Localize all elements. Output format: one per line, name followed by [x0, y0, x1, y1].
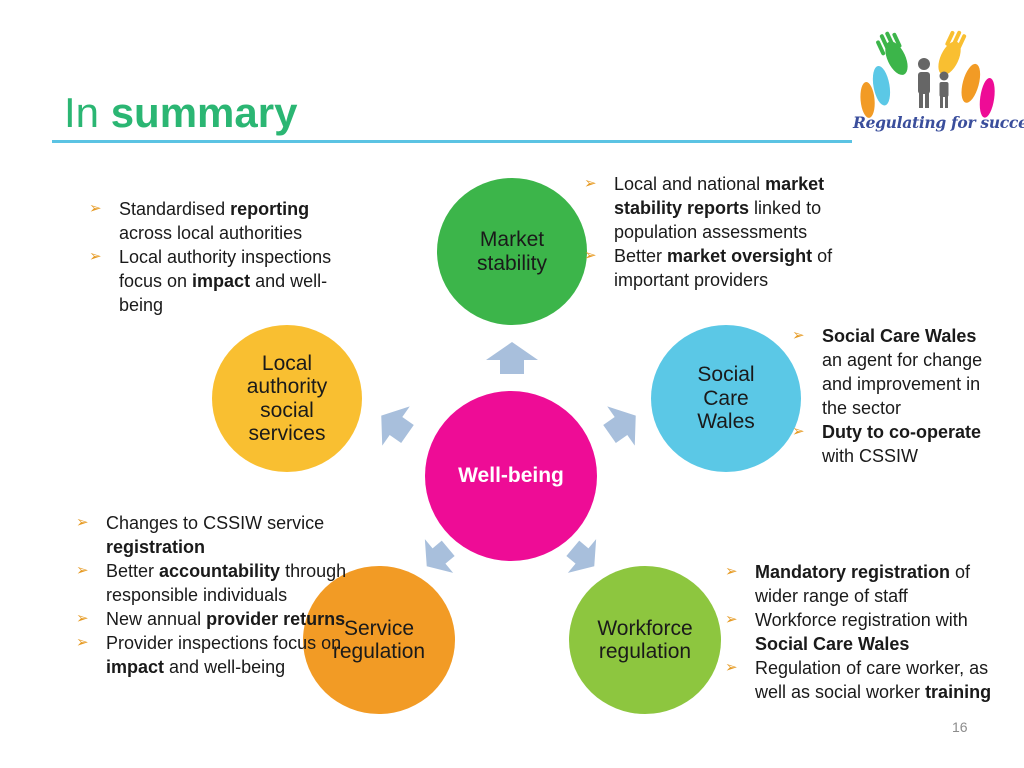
bullet-bold-text: reporting [230, 199, 310, 219]
bullet-bold-text: Social Care Wales [822, 326, 977, 346]
page-number: 16 [952, 719, 968, 735]
well-being-label: Well-being [458, 464, 564, 488]
bullet-item: Better market oversight of important pro… [584, 244, 854, 292]
bullet-bold-text: registration [106, 537, 206, 557]
social-care-wales-bullets: Social Care Wales an agent for change an… [792, 324, 992, 468]
bullet-text: Provider inspections focus on [106, 633, 342, 653]
workforce-regulation-circle: Workforce regulation [569, 566, 721, 714]
title-prefix: In [64, 89, 100, 136]
bullet-text: Standardised [119, 199, 231, 219]
market-stability-bullets: Local and national market stability repo… [584, 172, 854, 292]
bullet-text: linked to population assessments [614, 198, 822, 242]
social-care-wales-circle: Social Care Wales [651, 325, 801, 472]
bullet-item: Better accountability through responsibl… [76, 559, 356, 607]
bullet-text: Better [106, 561, 160, 581]
bullet-text: across local authorities [119, 223, 303, 243]
bullet-text: Better [614, 246, 668, 266]
logo-tagline: Regulating for success [853, 113, 1024, 132]
bullet-bold-text: market oversight [667, 246, 813, 266]
bullet-bold-text: Mandatory registration [755, 562, 951, 582]
bullet-text: Local authority inspections focus on [119, 247, 332, 291]
bullet-bold-text: accountability [159, 561, 281, 581]
bullet-bold-text: Social Care Wales [755, 634, 910, 654]
bullet-item: Provider inspections focus on impact and… [76, 631, 356, 679]
bullet-item: Mandatory registration of wider range of… [725, 560, 1005, 608]
bullet-text: Changes to CSSIW service [106, 513, 325, 533]
bullet-item: Duty to co-operate with CSSIW [792, 420, 992, 468]
page-title: In summary [64, 88, 297, 138]
workforce-regulation-label: Workforce regulation [597, 616, 693, 664]
title-main: summary [110, 89, 298, 136]
bullet-text: New annual [106, 609, 207, 629]
social-care-wales-label: Social Care Wales [697, 363, 755, 434]
bullet-text: of important providers [614, 246, 833, 290]
bullet-text: Workforce registration with [755, 610, 968, 630]
bullet-text: Regulation of care worker, as well as so… [755, 658, 989, 702]
title-underline [52, 140, 852, 143]
bullet-bold-text: impact [192, 271, 251, 291]
bullet-text: an agent for change and improvement in t… [822, 350, 983, 418]
bullet-bold-text: impact [106, 657, 165, 677]
market-stability-label: Market stability [476, 228, 548, 275]
bullet-text: and well-being [119, 271, 328, 315]
block-arrow-icon [424, 539, 455, 573]
hands-family-logo-icon [860, 30, 995, 118]
bullet-item: Standardised reporting across local auth… [89, 197, 349, 245]
bullet-text: Local and national [614, 174, 766, 194]
bullet-item: Social Care Wales an agent for change an… [792, 324, 992, 420]
bullet-item: Local and national market stability repo… [584, 172, 854, 244]
well-being-circle: Well-being [425, 391, 597, 561]
block-arrow-icon [486, 342, 538, 374]
bullet-bold-text: provider returns [206, 609, 346, 629]
block-arrow-icon [603, 406, 636, 446]
bullet-item: Workforce registration with Social Care … [725, 608, 1005, 656]
local-authority-circle: Local authority social services [212, 325, 362, 472]
bullet-bold-text: Duty to co-operate [822, 422, 982, 442]
local-authority-bullets: Standardised reporting across local auth… [89, 197, 349, 317]
block-arrow-icon [381, 406, 414, 446]
bullet-bold-text: training [925, 682, 992, 702]
local-authority-label: Local authority social services [246, 351, 328, 446]
bullet-text: with CSSIW [822, 446, 919, 466]
bullet-bold-text: market stability reports [614, 174, 825, 218]
bullet-text: through responsible individuals [106, 561, 347, 605]
bullet-item: Local authority inspections focus on imp… [89, 245, 349, 317]
bullet-item: New annual provider returns [76, 607, 356, 631]
market-stability-circle: Market stability [437, 178, 587, 325]
bullet-text: of wider range of staff [755, 562, 971, 606]
service-regulation-bullets: Changes to CSSIW service registrationBet… [76, 511, 356, 679]
bullet-item: Changes to CSSIW service registration [76, 511, 356, 559]
bullet-item: Regulation of care worker, as well as so… [725, 656, 1005, 704]
workforce-regulation-bullets: Mandatory registration of wider range of… [725, 560, 1005, 704]
block-arrow-icon [566, 539, 597, 573]
bullet-text: and well-being [164, 657, 286, 677]
